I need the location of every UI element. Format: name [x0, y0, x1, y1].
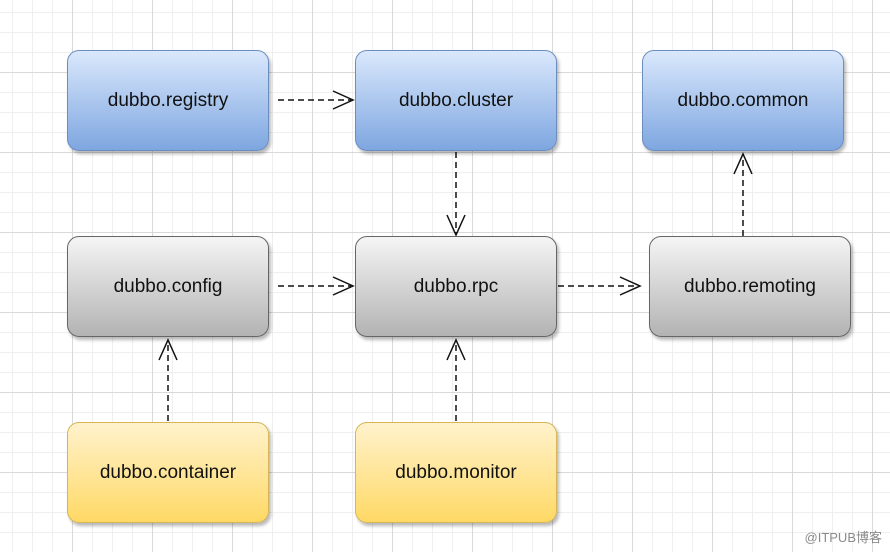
arrow-head-rpc-bottom [446, 338, 466, 361]
node-dubbo-container[interactable]: dubbo.container [67, 422, 269, 523]
node-dubbo-common[interactable]: dubbo.common [642, 50, 844, 151]
node-dubbo-cluster[interactable]: dubbo.cluster [355, 50, 557, 151]
arrow-head-cluster [332, 90, 355, 110]
node-dubbo-registry[interactable]: dubbo.registry [67, 50, 269, 151]
arrow-head-common [733, 152, 753, 175]
arrow-head-rpc-left [332, 276, 355, 296]
arrow-head-rpc-top [446, 214, 466, 237]
node-dubbo-rpc[interactable]: dubbo.rpc [355, 236, 557, 337]
node-dubbo-remoting[interactable]: dubbo.remoting [649, 236, 851, 337]
node-dubbo-monitor[interactable]: dubbo.monitor [355, 422, 557, 523]
node-dubbo-config[interactable]: dubbo.config [67, 236, 269, 337]
watermark: @ITPUB博客 [804, 530, 882, 545]
arrow-head-config [158, 338, 178, 361]
arrow-head-remoting [619, 276, 642, 296]
